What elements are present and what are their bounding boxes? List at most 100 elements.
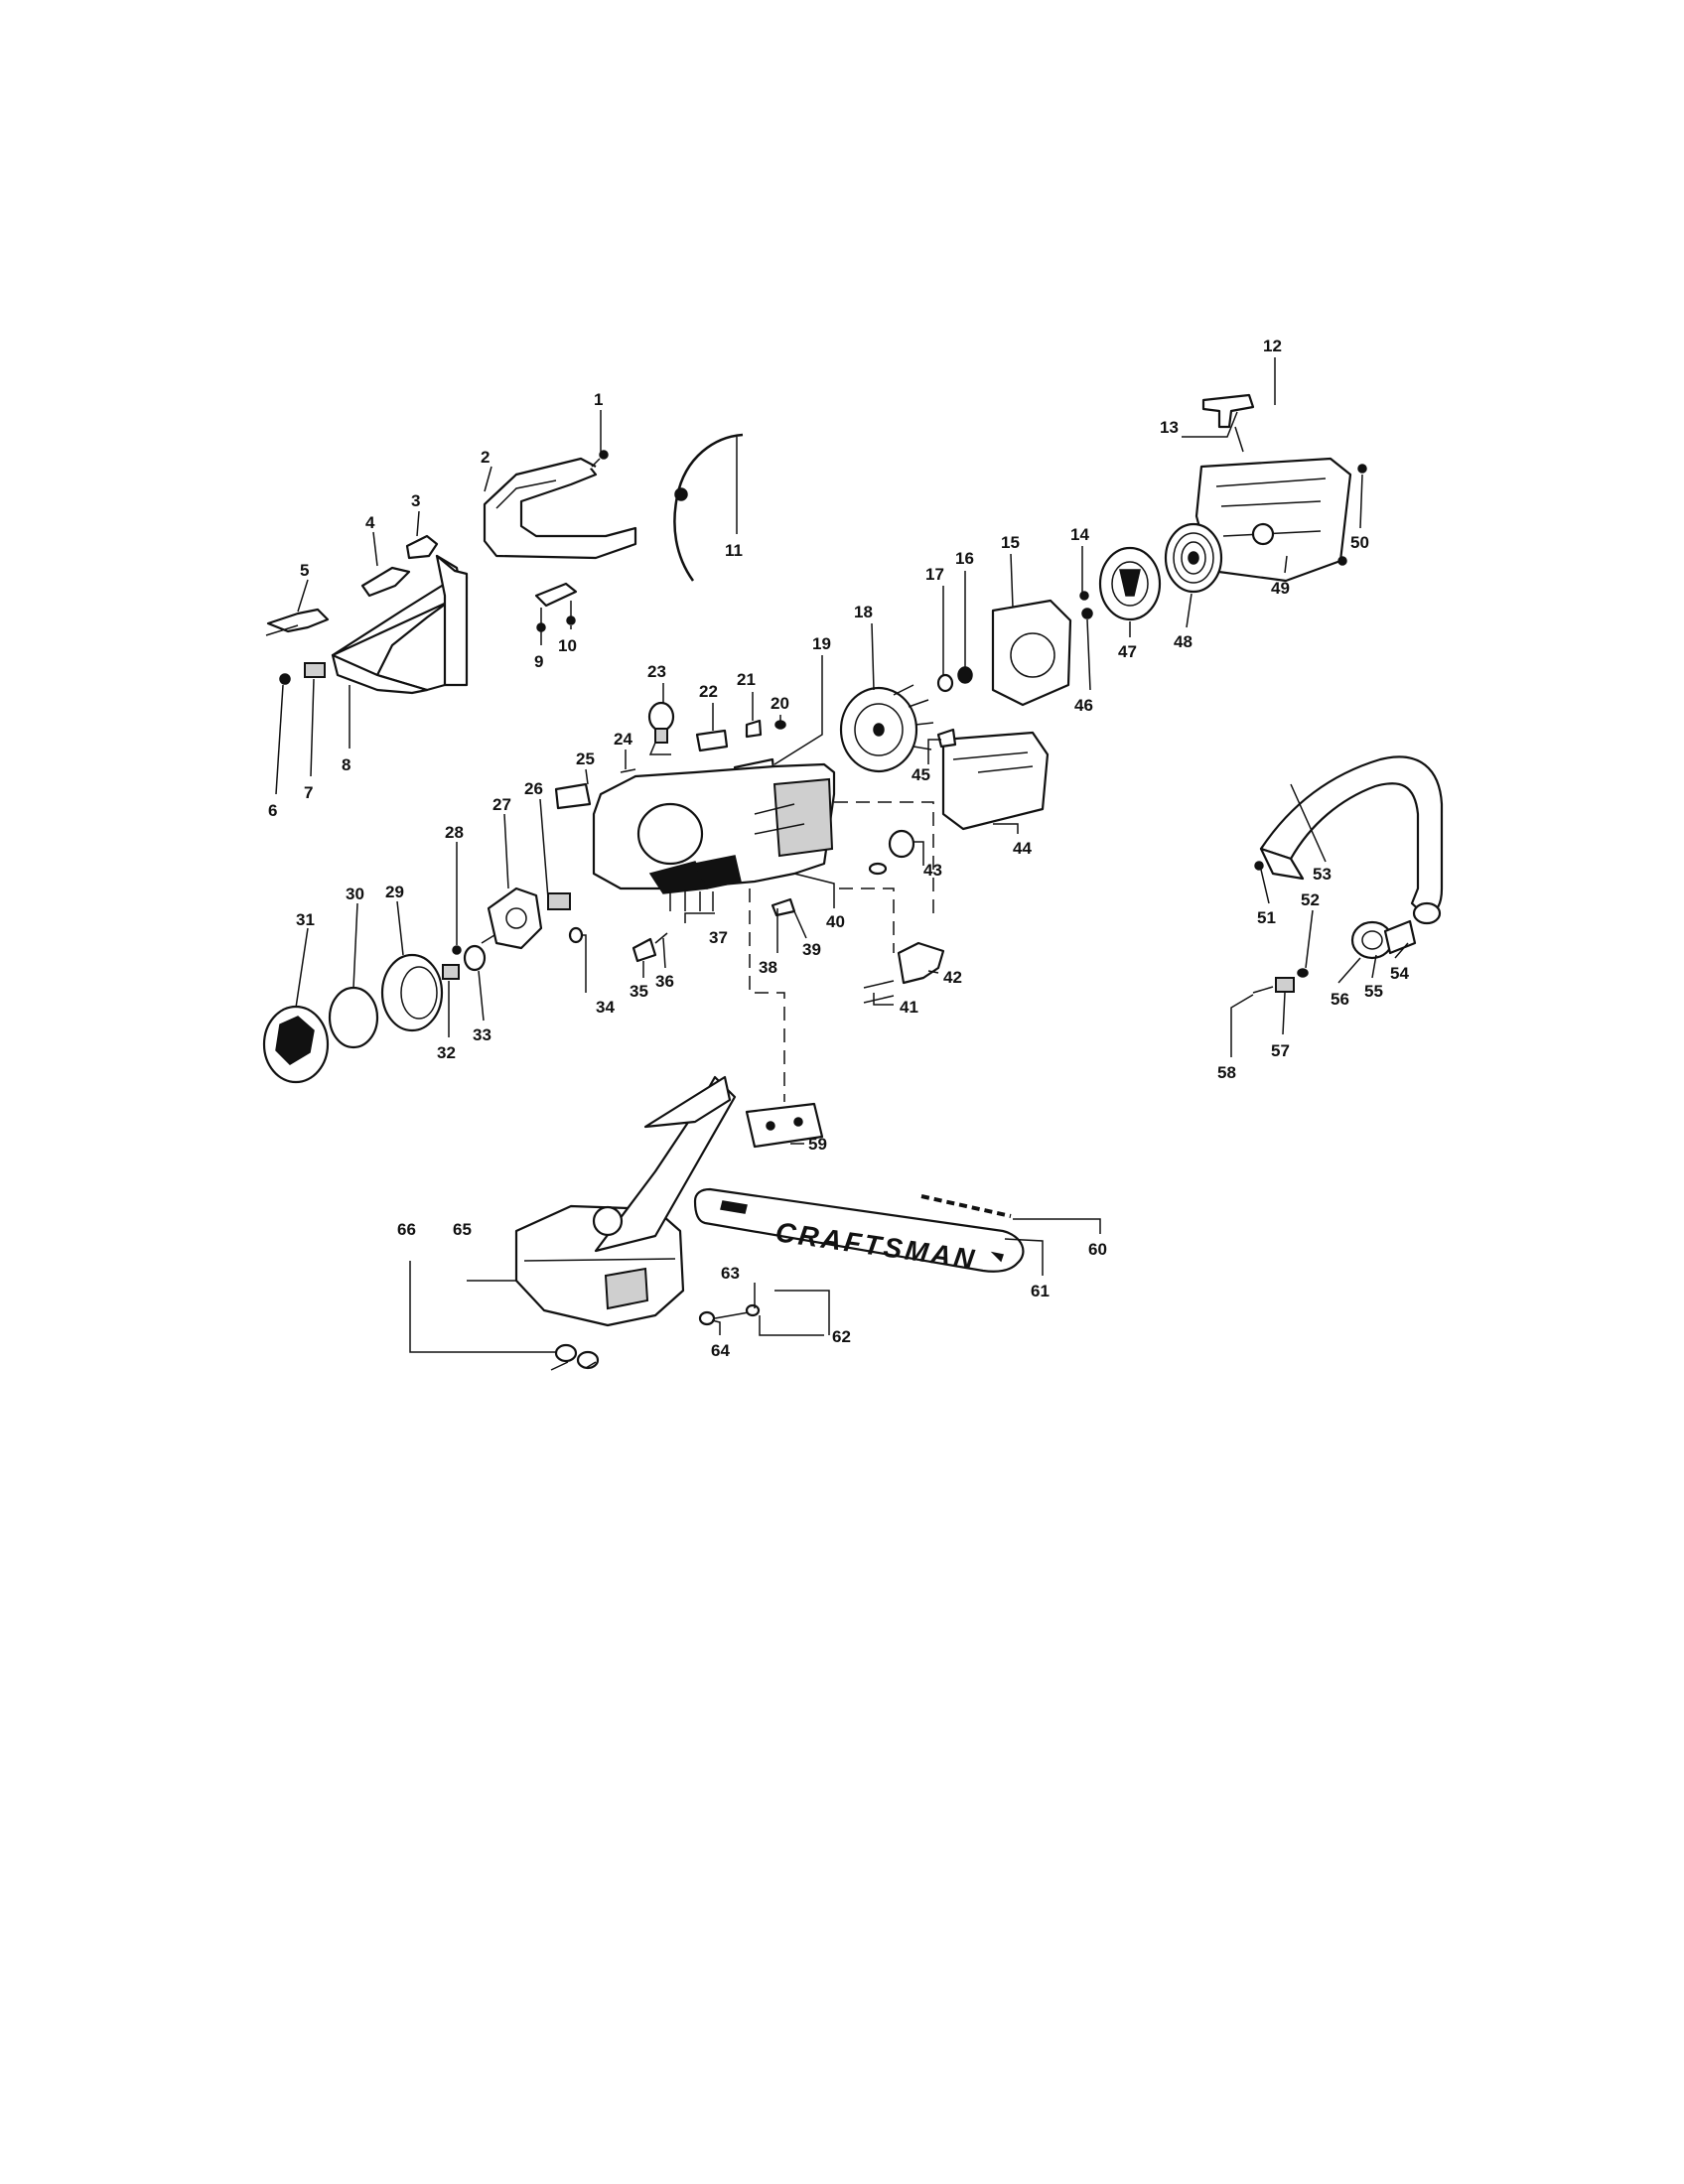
part-rewind-spring [1164, 522, 1223, 594]
callout-14: 14 [1070, 525, 1089, 544]
callout-22: 22 [699, 682, 718, 701]
part-screws-41 [863, 980, 895, 1004]
part-bar-adjuster [698, 1303, 761, 1326]
part-flywheel [839, 684, 934, 773]
callout-18: 18 [854, 603, 873, 621]
callout-52: 52 [1301, 890, 1320, 909]
callout-53: 53 [1313, 865, 1332, 884]
callout-21: 21 [737, 670, 756, 689]
part-36 [654, 932, 668, 944]
part-washer-46 [1081, 608, 1093, 619]
callout-6: 6 [268, 801, 277, 820]
part-spring-26 [547, 892, 571, 910]
callout-34: 34 [596, 998, 615, 1017]
part-screw-6 [279, 673, 291, 685]
callout-2: 2 [481, 448, 490, 467]
part-57 [1275, 977, 1295, 993]
callout-47: 47 [1118, 642, 1137, 661]
part-screw-14 [1079, 591, 1089, 601]
parts-drawings: CRAFTSMAN [262, 393, 1444, 1371]
part-starter-pulley [1098, 546, 1162, 621]
callout-25: 25 [576, 750, 595, 768]
callout-38: 38 [759, 958, 777, 977]
callout-19: 19 [812, 634, 831, 653]
callout-46: 46 [1074, 696, 1093, 715]
callout-16: 16 [955, 549, 974, 568]
part-33 [463, 944, 487, 972]
callout-1: 1 [594, 390, 603, 409]
callout-23: 23 [647, 662, 666, 681]
callout-49: 49 [1271, 579, 1290, 598]
part-crankcase [592, 762, 836, 894]
callout-26: 26 [524, 779, 543, 798]
callout-17: 17 [925, 565, 944, 584]
callout-3: 3 [411, 491, 420, 510]
callout-60: 60 [1088, 1240, 1107, 1259]
part-spring-7 [304, 662, 326, 678]
callout-55: 55 [1364, 982, 1383, 1001]
part-clutch [262, 1005, 330, 1084]
callout-61: 61 [1031, 1282, 1050, 1300]
callout-64: 64 [711, 1341, 730, 1360]
callout-62: 62 [832, 1327, 851, 1346]
part-throttle-lockout [405, 534, 439, 560]
callout-labels: 1 2 3 4 5 6 7 8 9 10 11 12 13 14 15 16 1… [268, 337, 1409, 1360]
callout-41: 41 [900, 998, 918, 1017]
callout-44: 44 [1013, 839, 1032, 858]
callout-29: 29 [385, 883, 404, 901]
callout-58: 58 [1217, 1063, 1236, 1082]
callout-40: 40 [826, 912, 845, 931]
callout-66: 66 [397, 1220, 416, 1239]
part-oil-cap-23 [647, 701, 675, 755]
callout-12: 12 [1263, 337, 1282, 355]
callout-30: 30 [346, 885, 364, 903]
callout-9: 9 [534, 652, 543, 671]
part-throttle-trigger [360, 566, 411, 598]
callout-31: 31 [296, 910, 315, 929]
part-screw-1 [591, 450, 609, 468]
part-32 [442, 964, 460, 980]
callout-5: 5 [300, 561, 309, 580]
part-52 [1297, 968, 1309, 978]
callout-45: 45 [912, 765, 930, 784]
part-58 [1252, 986, 1274, 994]
callout-42: 42 [943, 968, 962, 987]
part-saw-chain [920, 1194, 1012, 1218]
part-screws-37 [669, 891, 714, 911]
part-51 [1254, 861, 1264, 871]
part-washer-30 [328, 986, 379, 1049]
part-28 [452, 945, 462, 955]
part-starter-grip [1201, 393, 1255, 453]
part-22 [695, 729, 729, 752]
callout-56: 56 [1331, 990, 1349, 1009]
part-20 [774, 720, 786, 730]
callout-51: 51 [1257, 908, 1276, 927]
callout-8: 8 [342, 755, 351, 774]
callout-10: 10 [558, 636, 577, 655]
part-25 [554, 782, 592, 810]
callout-48: 48 [1174, 632, 1193, 651]
callout-36: 36 [655, 972, 674, 991]
callout-43: 43 [923, 861, 942, 880]
part-35 [632, 937, 657, 963]
part-spring-clip [266, 608, 330, 633]
callout-63: 63 [721, 1264, 740, 1283]
callout-15: 15 [1001, 533, 1020, 552]
part-screw-50 [1357, 464, 1367, 474]
part-nut-16 [957, 666, 973, 684]
callout-24: 24 [614, 730, 632, 749]
callout-37: 37 [709, 928, 728, 947]
callout-13: 13 [1160, 418, 1179, 437]
part-43 [868, 829, 915, 876]
part-42 [897, 941, 945, 985]
part-side-cover [514, 1075, 737, 1327]
part-guide-plate [745, 1102, 824, 1149]
callout-27: 27 [492, 795, 511, 814]
callout-50: 50 [1350, 533, 1369, 552]
part-39 [771, 897, 796, 917]
callout-57: 57 [1271, 1041, 1290, 1060]
callout-33: 33 [473, 1025, 491, 1044]
part-muffler-cover [936, 728, 1050, 831]
part-34 [568, 926, 584, 944]
part-spring-clip-detail [265, 624, 299, 636]
